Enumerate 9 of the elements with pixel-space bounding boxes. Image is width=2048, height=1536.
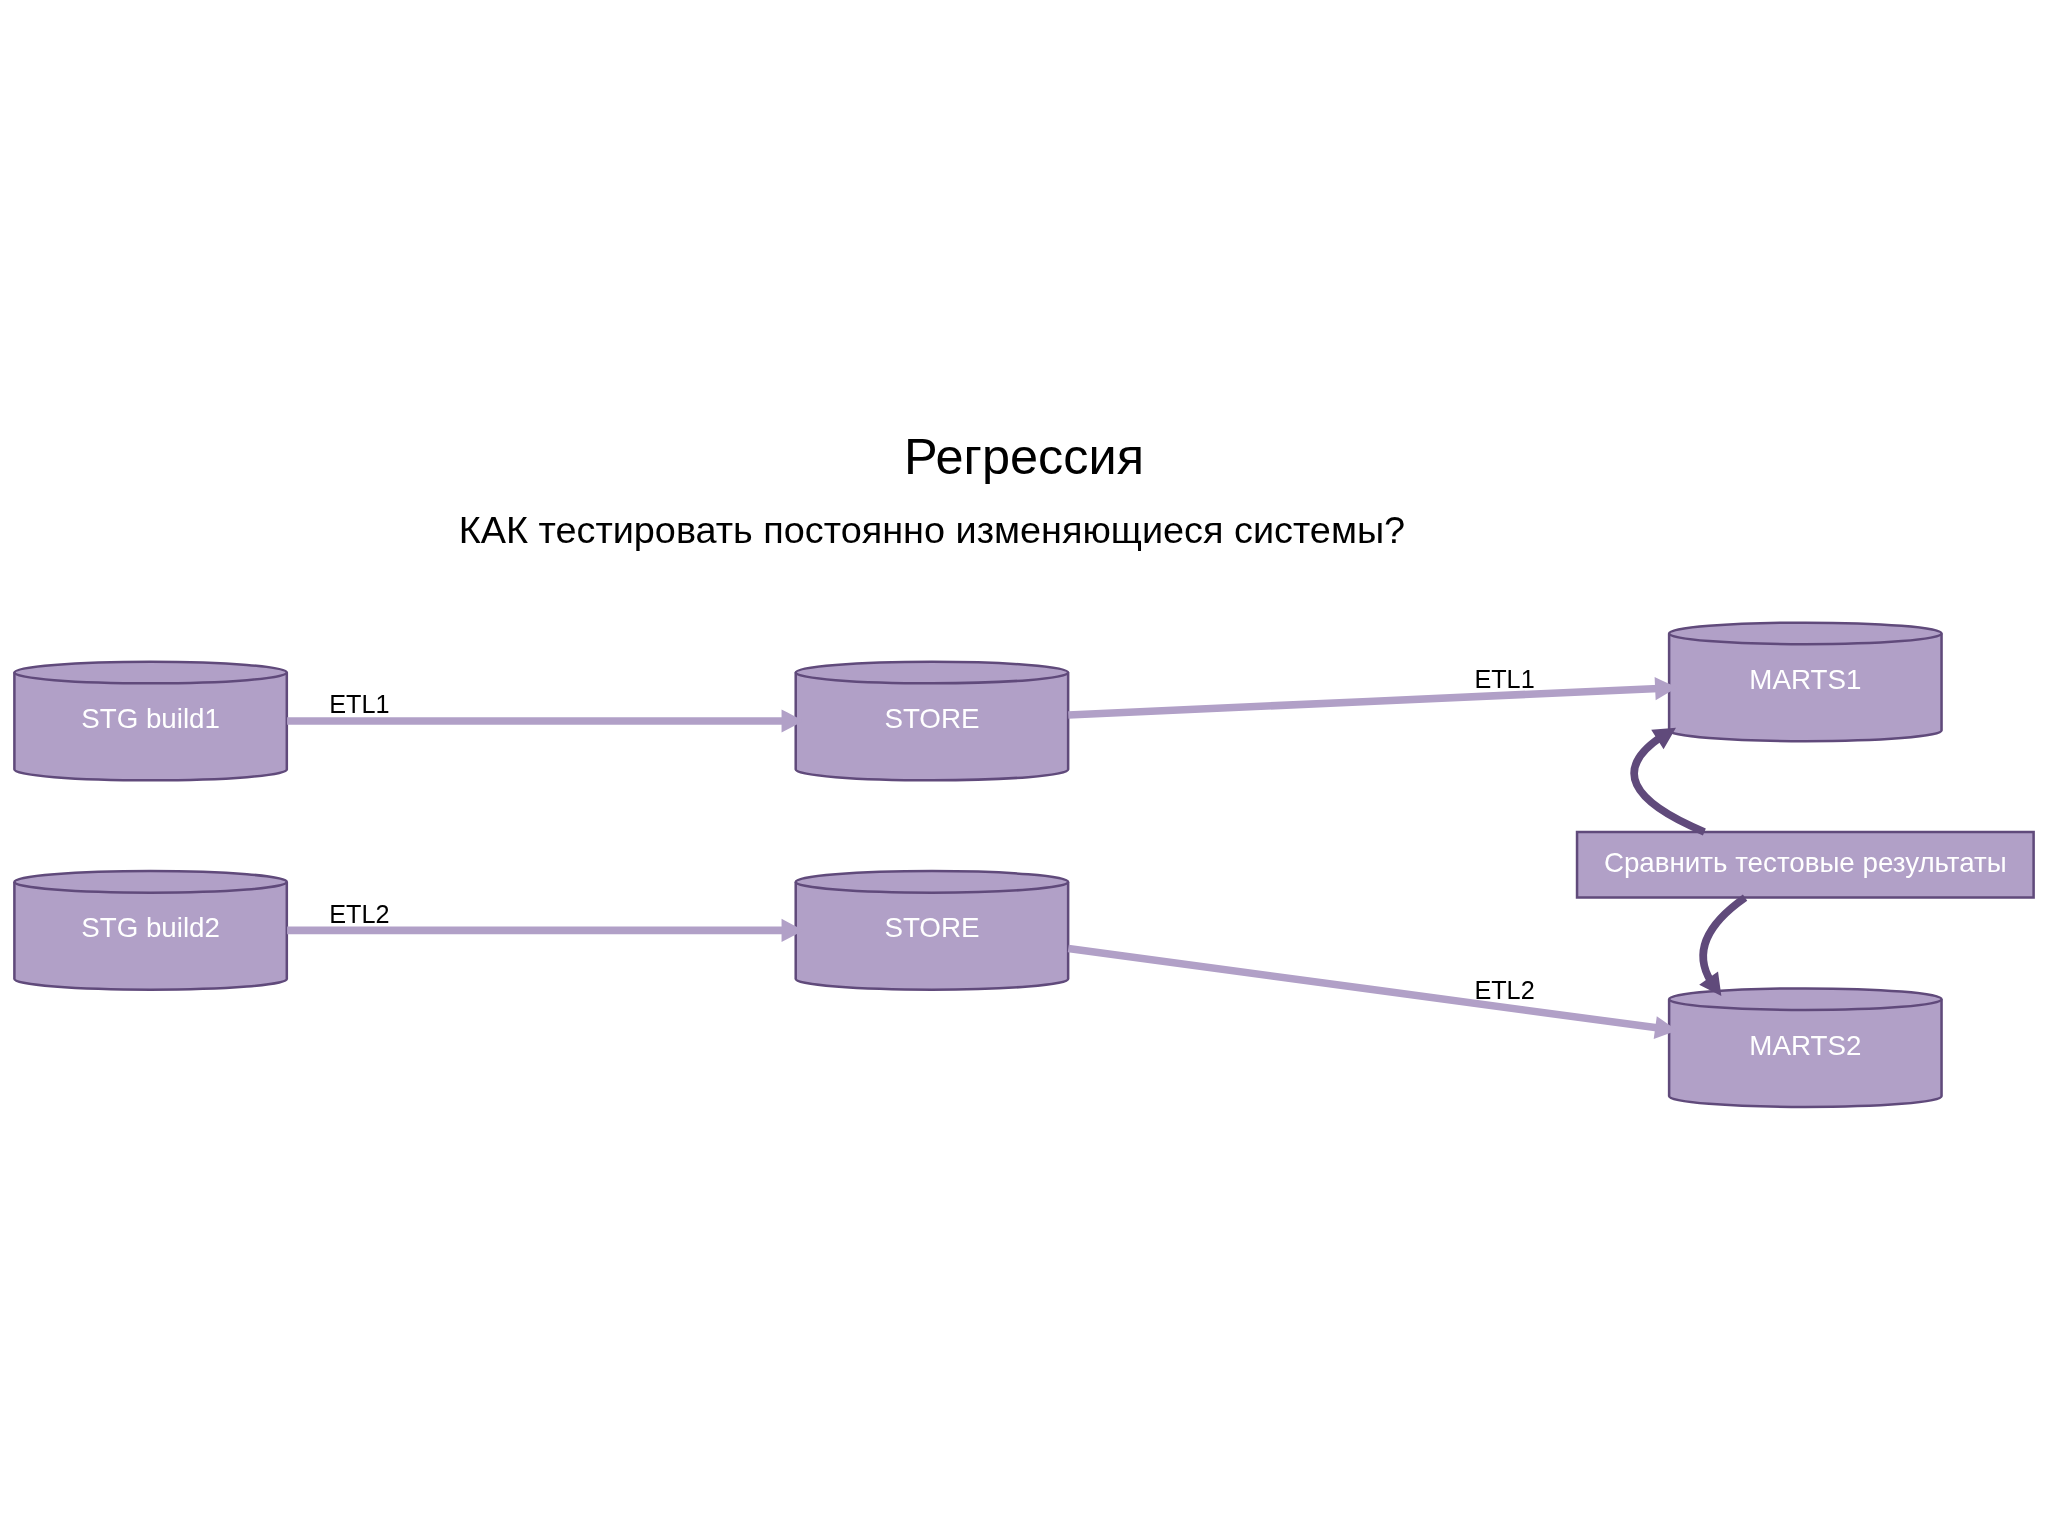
label: КАК тестировать постоянно изменяющиеся системы? — [458, 508, 1406, 551]
node-box: Сравнить тестовые результаты — [1575, 830, 2035, 899]
arrow — [1630, 727, 1706, 836]
edge-label: ETL2 — [329, 899, 390, 928]
diagram-title: Регрессия — [904, 428, 1144, 486]
edge-label: ETL2 — [1474, 975, 1535, 1004]
edge-label: ETL1 — [1474, 665, 1535, 694]
edge-label: ETL1 — [329, 690, 390, 719]
arrow — [1699, 894, 1748, 997]
